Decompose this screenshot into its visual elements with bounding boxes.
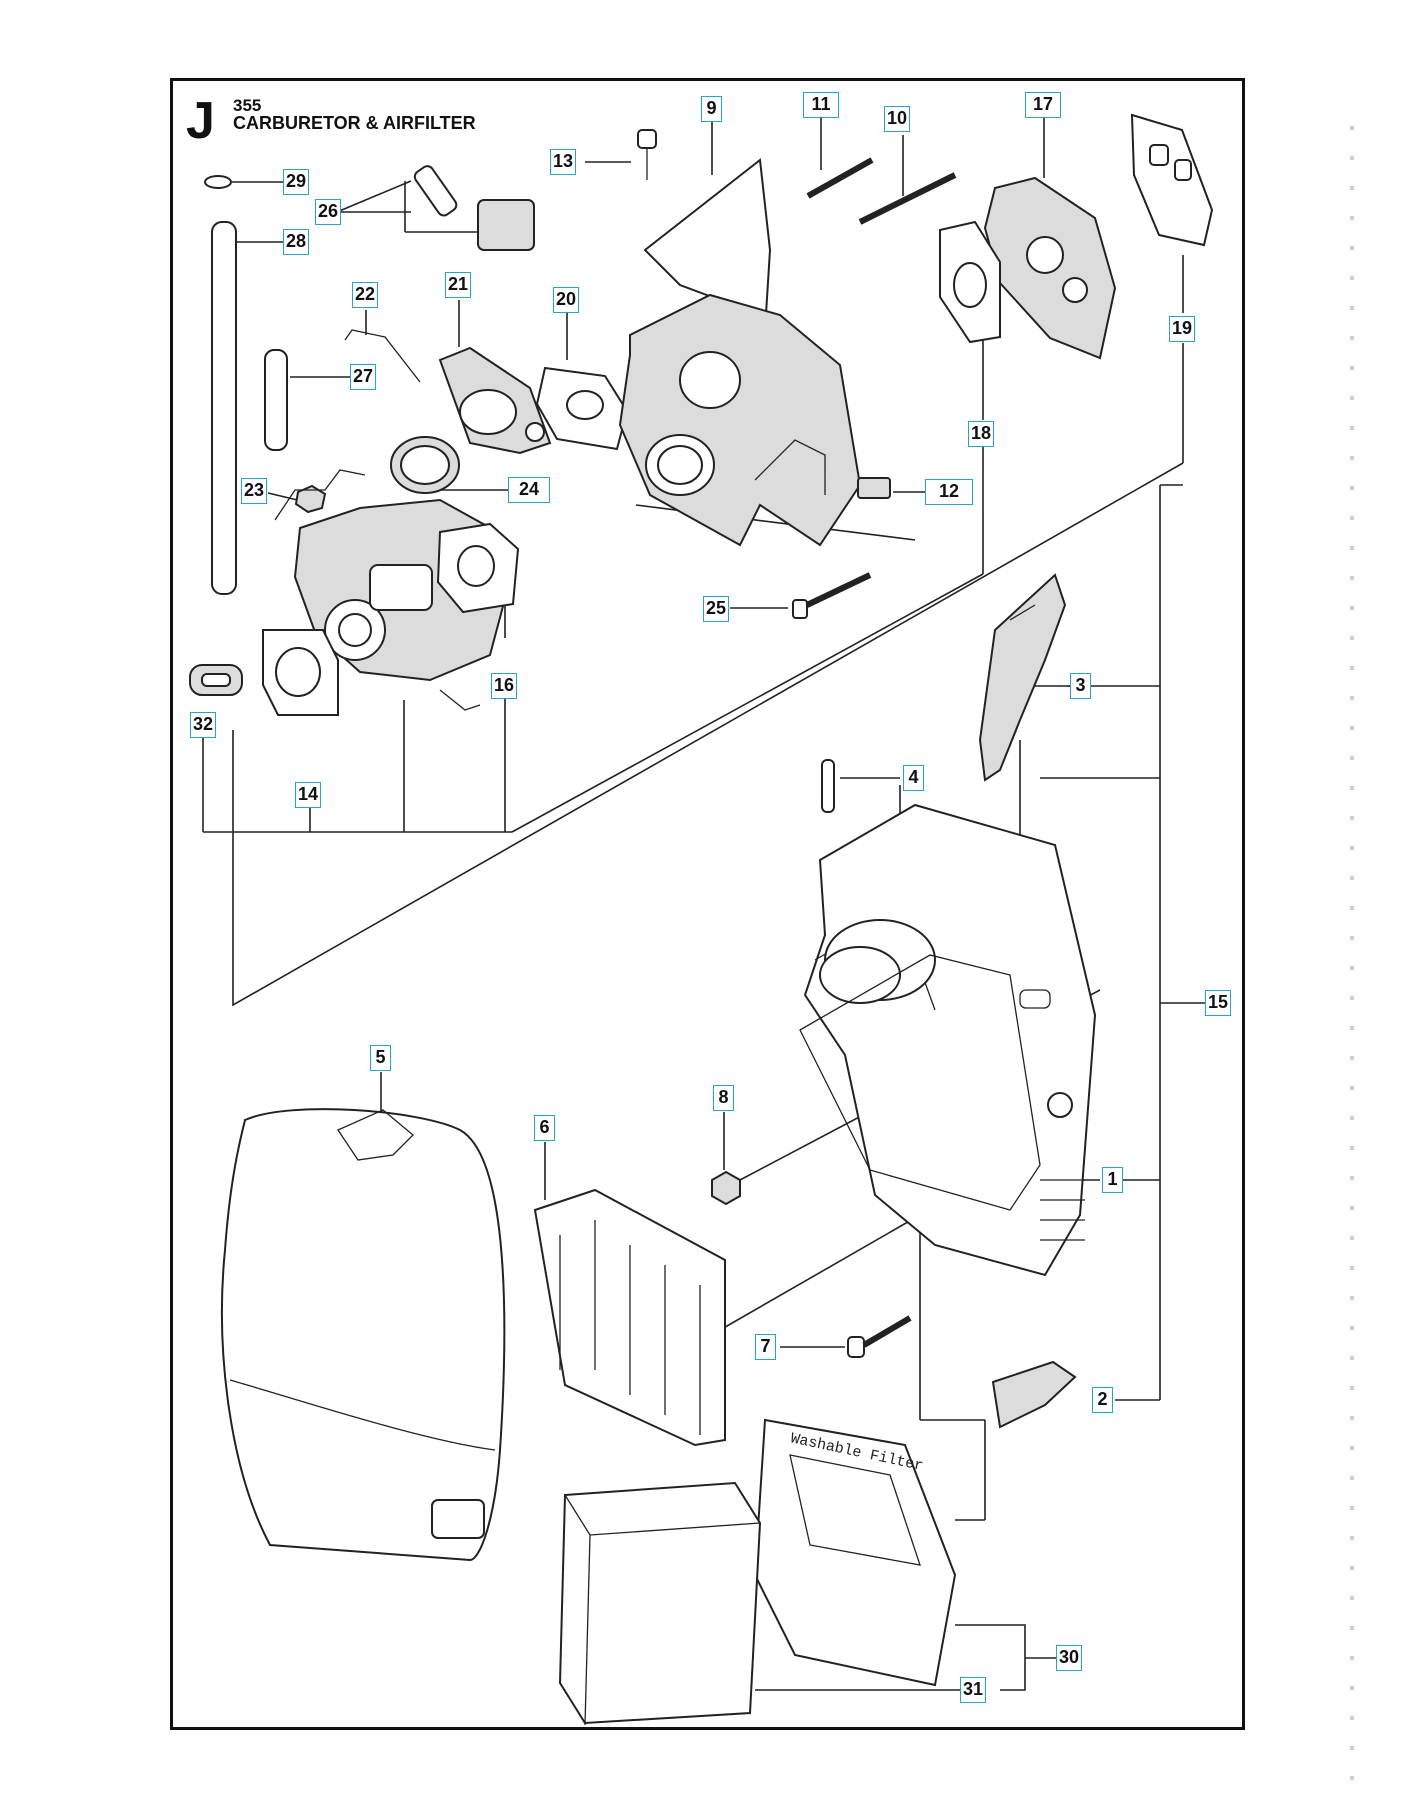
callout-6: 6 — [534, 1115, 555, 1141]
page-title: CARBURETOR & AIRFILTER — [233, 113, 476, 133]
callout-9: 9 — [701, 96, 722, 122]
callout-20: 20 — [553, 287, 580, 313]
model-number: 355 — [233, 96, 262, 115]
callout-10: 10 — [884, 106, 911, 132]
callout-1: 1 — [1102, 1167, 1123, 1193]
callout-25: 25 — [703, 596, 730, 622]
callout-30: 30 — [1056, 1645, 1083, 1671]
callout-3: 3 — [1070, 673, 1091, 699]
callout-17: 17 — [1025, 92, 1061, 118]
callout-19: 19 — [1169, 316, 1196, 342]
callout-29: 29 — [283, 169, 310, 195]
callout-7: 7 — [755, 1334, 776, 1360]
callout-26: 26 — [315, 199, 342, 225]
section-letter: J — [186, 92, 215, 150]
callout-2: 2 — [1092, 1387, 1113, 1413]
callout-32: 32 — [190, 712, 217, 738]
diagram-frame — [170, 78, 1245, 1730]
callout-18: 18 — [968, 421, 995, 447]
callout-22: 22 — [352, 282, 379, 308]
callout-14: 14 — [295, 782, 322, 808]
callout-8: 8 — [713, 1085, 734, 1111]
callout-15: 15 — [1205, 990, 1232, 1016]
callout-21: 21 — [445, 272, 472, 298]
callout-4: 4 — [903, 765, 924, 791]
callout-23: 23 — [241, 478, 268, 504]
callout-5: 5 — [370, 1045, 391, 1071]
callout-24: 24 — [508, 477, 550, 503]
callout-11: 11 — [803, 92, 839, 118]
callout-12: 12 — [925, 479, 973, 505]
page-edge-marks — [1350, 100, 1354, 1780]
callout-31: 31 — [960, 1677, 987, 1703]
callout-16: 16 — [491, 673, 518, 699]
callout-13: 13 — [550, 149, 577, 175]
part-drawings: Washable Filter — [189, 113, 1214, 1726]
callout-28: 28 — [283, 229, 310, 255]
callout-27: 27 — [350, 364, 377, 390]
leader-lines — [202, 118, 1205, 1691]
